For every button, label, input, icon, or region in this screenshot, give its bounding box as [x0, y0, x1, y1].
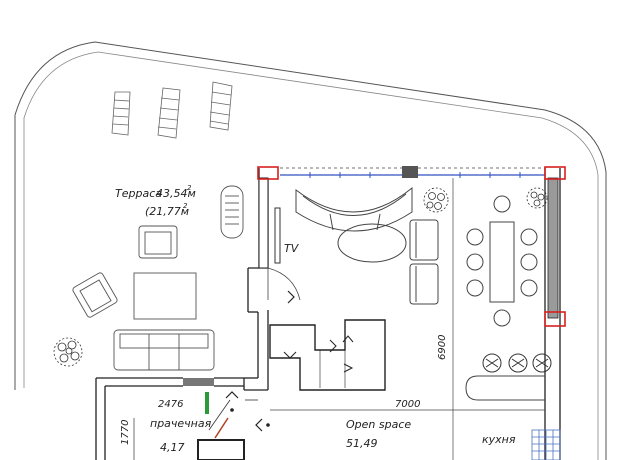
laundry-area: 4,17 [160, 441, 185, 454]
columns [257, 166, 566, 327]
open-space-area: 51,49 [346, 437, 378, 450]
kitchen-name: кухня [482, 433, 516, 446]
terrace-lounge-chair [220, 185, 244, 239]
tv-label: TV [284, 242, 300, 255]
terrace-area-net-sup: 2 [183, 202, 188, 210]
living-armchair-2 [409, 263, 439, 305]
terrace-armchair-left [72, 272, 118, 318]
stair-stub-wall [197, 439, 245, 460]
open-space-name: Open space [346, 418, 411, 431]
dim-width-open-space: 7000 [395, 399, 420, 410]
dining-table [489, 221, 515, 303]
dining-chairs [466, 195, 538, 327]
terrace-area-net: (21,77м [145, 205, 189, 218]
sun-lounger-3 [209, 81, 233, 131]
kitchen-stools [482, 353, 552, 373]
kitchen-island [465, 375, 545, 401]
window-column-mid [402, 166, 418, 178]
plant-living [423, 187, 449, 213]
terrace-sofa [113, 329, 215, 371]
door-swing-living [267, 267, 301, 301]
living-armchair-1 [409, 219, 439, 261]
staircase [269, 319, 386, 391]
terrace-table [133, 272, 197, 320]
living-sofa [295, 186, 413, 232]
laundry-wall-hatch [183, 378, 214, 386]
plant-dining [526, 187, 548, 209]
terrace-name: Терраса [115, 187, 162, 200]
terrace-outline [14, 41, 607, 460]
partition-wall [258, 177, 269, 269]
sun-lounger-2 [157, 87, 181, 139]
grey-side-wall [547, 177, 559, 319]
coffee-table [337, 223, 407, 263]
terrace-area-gross-sup: 2 [187, 184, 192, 192]
door-swing-red [214, 417, 229, 439]
dim-laundry-height: 1770 [120, 420, 131, 445]
dim-height-open-space: 6900 [437, 335, 448, 360]
kitchen-tiles [531, 429, 561, 460]
terrace-area-gross: 43,54м [156, 187, 196, 200]
terrace-armchair-top [138, 225, 178, 259]
plant-terrace [53, 337, 83, 367]
terrace-outline-inner [23, 51, 599, 460]
dim-laundry-width: 2476 [158, 399, 183, 410]
laundry-door-green [205, 392, 209, 414]
laundry-name: прачечная [150, 417, 212, 430]
tv-panel [274, 207, 281, 264]
sun-lounger-1 [111, 91, 131, 136]
